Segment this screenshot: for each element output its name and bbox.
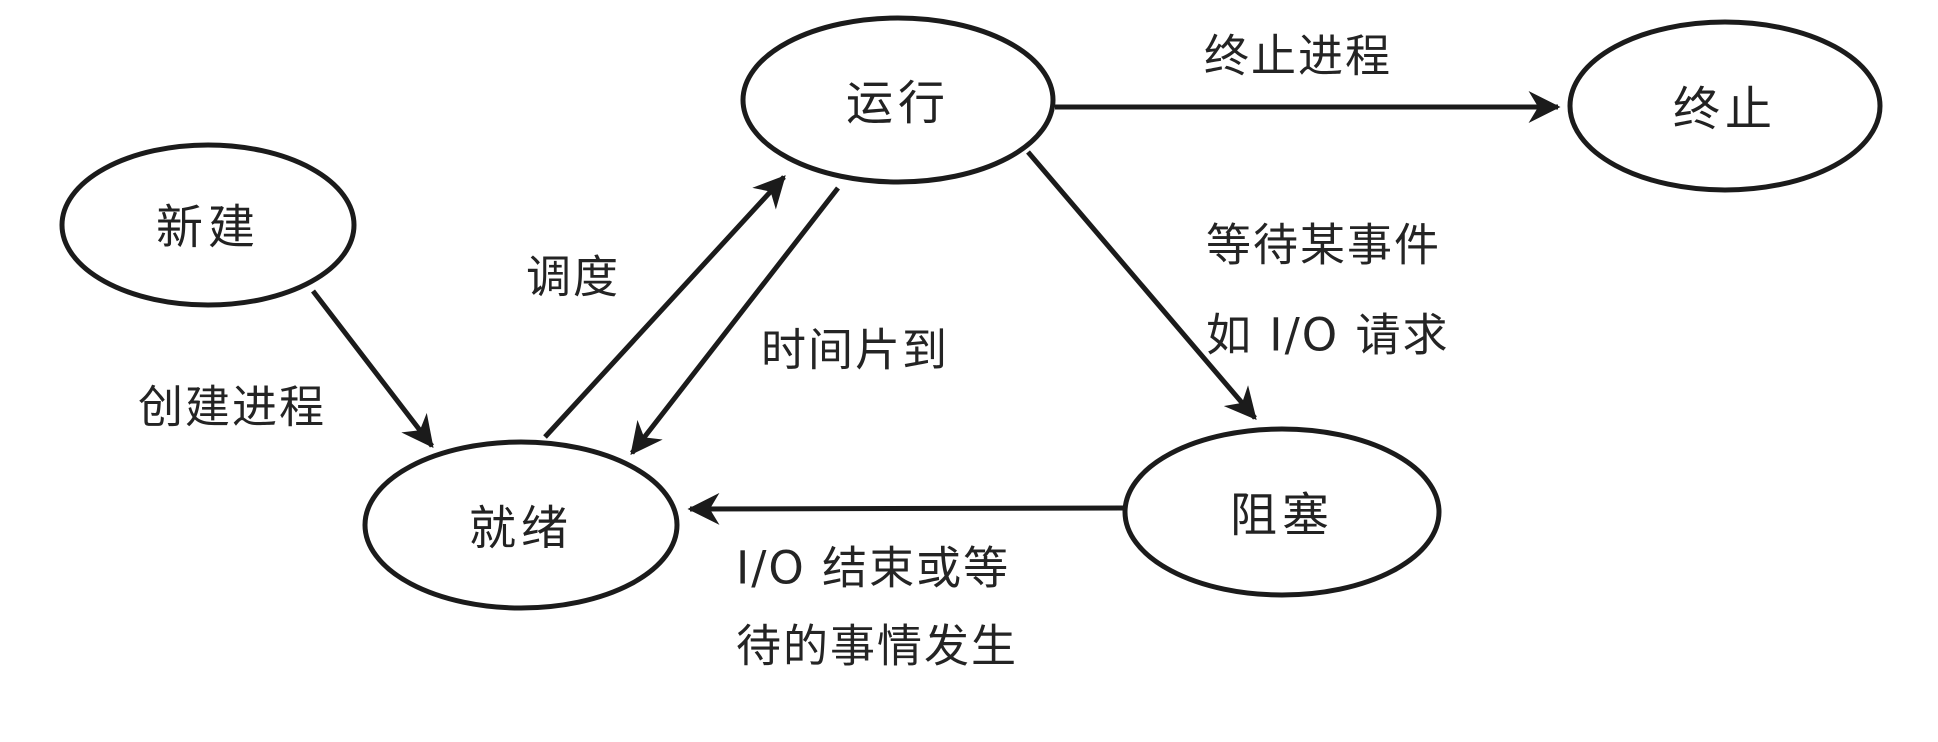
node-new-label: 新建 — [156, 201, 260, 256]
edge-timeslice-label: 时间片到 — [761, 324, 949, 377]
node-blocked-label: 阻塞 — [1230, 489, 1334, 544]
node-terminated: 终止 — [1567, 19, 1883, 193]
edge-create-arrow — [311, 289, 434, 449]
edge-create — [311, 289, 434, 449]
node-ready-ellipse — [362, 439, 680, 611]
edge-schedule-label: 调度 — [526, 251, 620, 304]
edge-schedule-arrow — [543, 175, 786, 439]
node-blocked: 阻塞 — [1122, 426, 1442, 598]
edge-terminate-label: 终止进程 — [1204, 30, 1392, 83]
edge-schedule — [543, 175, 786, 439]
node-ready-label: 就绪 — [469, 502, 573, 557]
node-new: 新建 — [59, 142, 357, 308]
edge-io-done-arrow — [687, 492, 1124, 525]
node-blocked-ellipse — [1122, 426, 1442, 598]
node-ready: 就绪 — [362, 439, 680, 611]
edge-wait-label-line2: 如 I/O 请求 — [1206, 309, 1449, 362]
node-running-ellipse — [740, 15, 1056, 185]
node-terminated-label: 终止 — [1673, 83, 1777, 138]
edge-io-done-label-line2: 待的事情发生 — [736, 620, 1018, 673]
node-running: 运行 — [740, 15, 1056, 185]
node-running-label: 运行 — [846, 77, 950, 132]
edge-timeslice-arrow — [630, 186, 840, 456]
node-new-ellipse — [59, 142, 357, 308]
edge-timeslice — [630, 186, 840, 456]
edge-wait-arrow — [1026, 150, 1257, 420]
node-terminated-ellipse — [1567, 19, 1883, 193]
edge-io-done — [687, 492, 1124, 525]
edge-io-done-label-line1: I/O 结束或等 — [736, 542, 1010, 595]
edge-create-label: 创建进程 — [138, 381, 326, 434]
edge-wait-label-line1: 等待某事件 — [1206, 219, 1441, 272]
edge-wait — [1026, 150, 1257, 420]
